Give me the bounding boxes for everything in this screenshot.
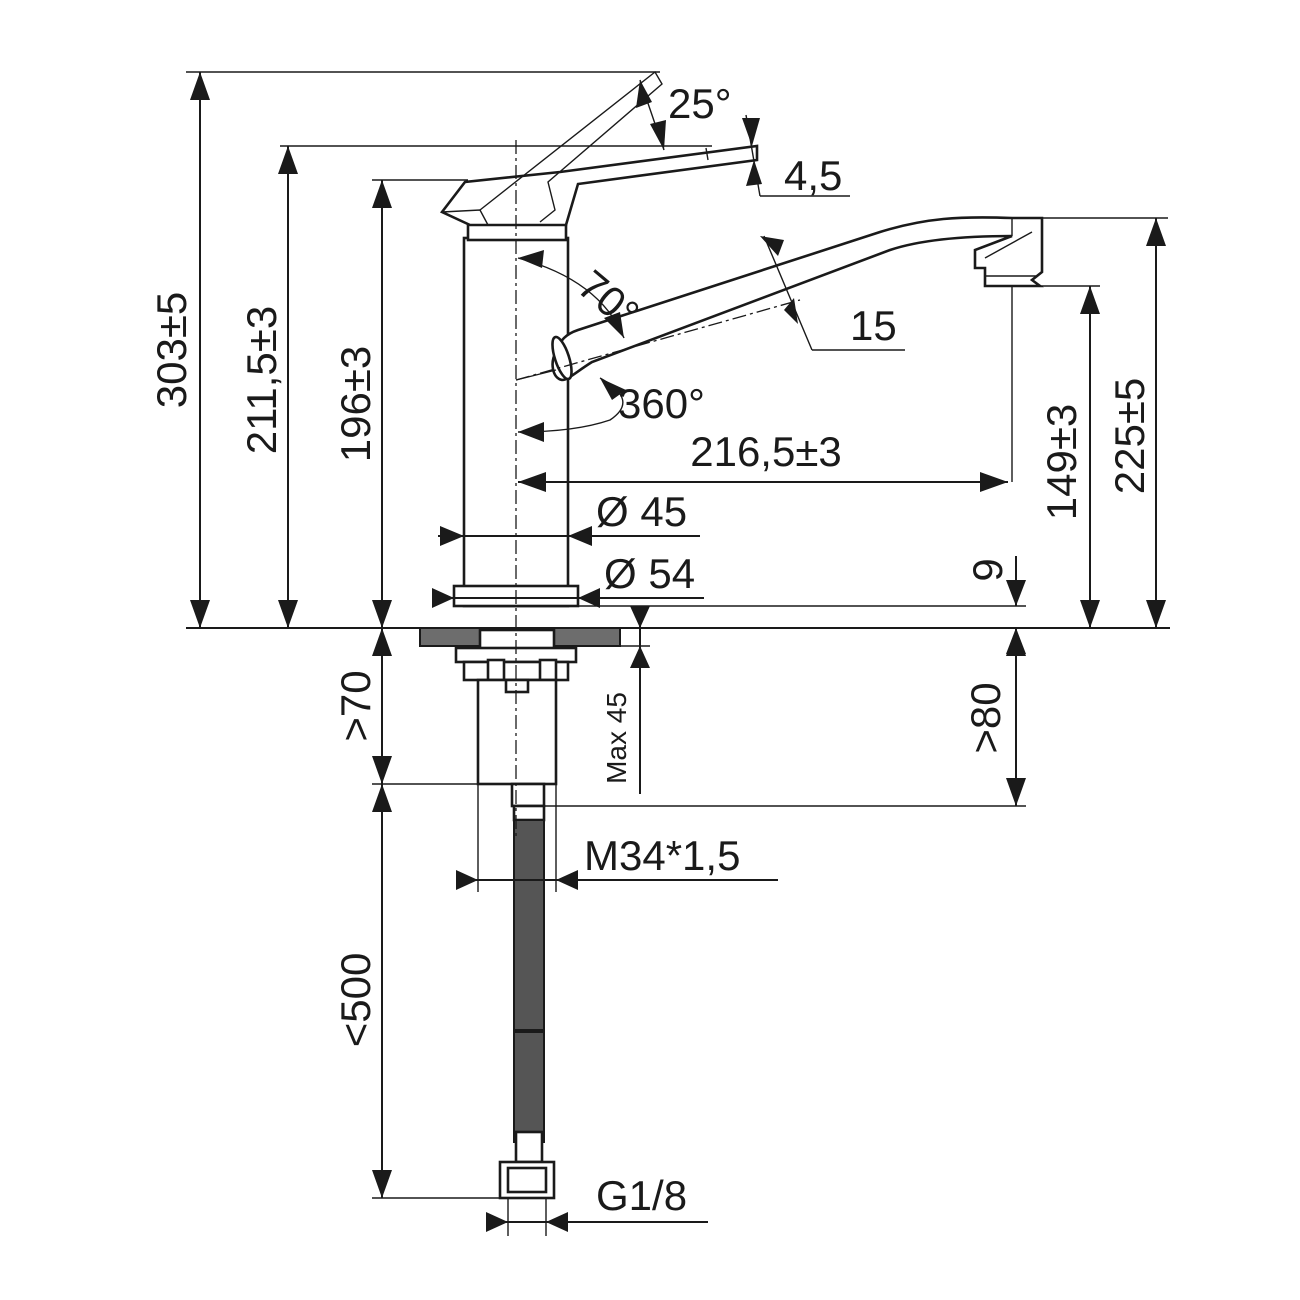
shank: [476, 678, 558, 786]
dim-spout-diameter: 15: [760, 235, 905, 351]
label-shank-length: >70: [332, 670, 379, 741]
spout: [551, 216, 1044, 382]
label-spout-top-height: 225±5: [1106, 378, 1153, 494]
dim-body-diameter: Ø 45: [438, 488, 700, 548]
label-hose-thread: G1/8: [596, 1172, 687, 1219]
label-reach: 216,5±3: [690, 428, 842, 475]
label-base-diameter: Ø 54: [604, 550, 695, 597]
dim-body-height: 196±3: [332, 179, 468, 628]
dim-lever-height: 211,5±3: [238, 145, 712, 628]
label-lever-offset: 4,5: [784, 152, 842, 199]
label-thread: M34*1,5: [584, 832, 740, 879]
dim-rotation: 360°: [517, 377, 705, 442]
dim-lever-angle: 25°: [636, 79, 732, 151]
dim-lever-offset: 4,5: [742, 114, 850, 199]
dim-counter-max: Max 45: [601, 606, 650, 794]
dim-reach: 216,5±3: [518, 286, 1013, 492]
dim-thread: M34*1,5: [456, 784, 778, 892]
label-spout-diameter: 15: [850, 302, 897, 349]
dim-hose-thread: G1/8: [486, 1172, 708, 1236]
dim-hose-length: <500: [332, 784, 500, 1199]
label-overall-height: 303±5: [148, 292, 195, 408]
dim-below-counter: >80: [544, 628, 1026, 807]
label-hose-length: <500: [332, 953, 379, 1048]
lever-handle: [439, 144, 759, 227]
dim-outlet-height: 149±3: [1038, 285, 1100, 628]
label-base-thickness: 9: [964, 558, 1011, 581]
label-body-height: 196±3: [332, 346, 379, 462]
label-lever-height: 211,5±3: [238, 306, 285, 454]
label-counter-max: Max 45: [601, 692, 632, 784]
lever-lowered: [439, 144, 759, 227]
dim-base-diameter: Ø 54: [432, 550, 704, 608]
label-rotation: 360°: [618, 380, 705, 427]
label-lever-angle: 25°: [668, 80, 732, 127]
lever-raised: [441, 70, 663, 226]
hose-upper: [513, 819, 545, 1031]
dim-spout-top-height: 225±5: [1042, 217, 1168, 628]
dim-shank-length: >70: [332, 628, 480, 785]
dim-overall-height: 303±5: [148, 71, 660, 628]
supply-hose: [498, 804, 556, 1200]
hose-lower: [513, 1031, 545, 1143]
label-below-counter: >80: [962, 682, 1009, 753]
label-outlet-height: 149±3: [1038, 404, 1085, 520]
label-body-diameter: Ø 45: [596, 488, 687, 535]
